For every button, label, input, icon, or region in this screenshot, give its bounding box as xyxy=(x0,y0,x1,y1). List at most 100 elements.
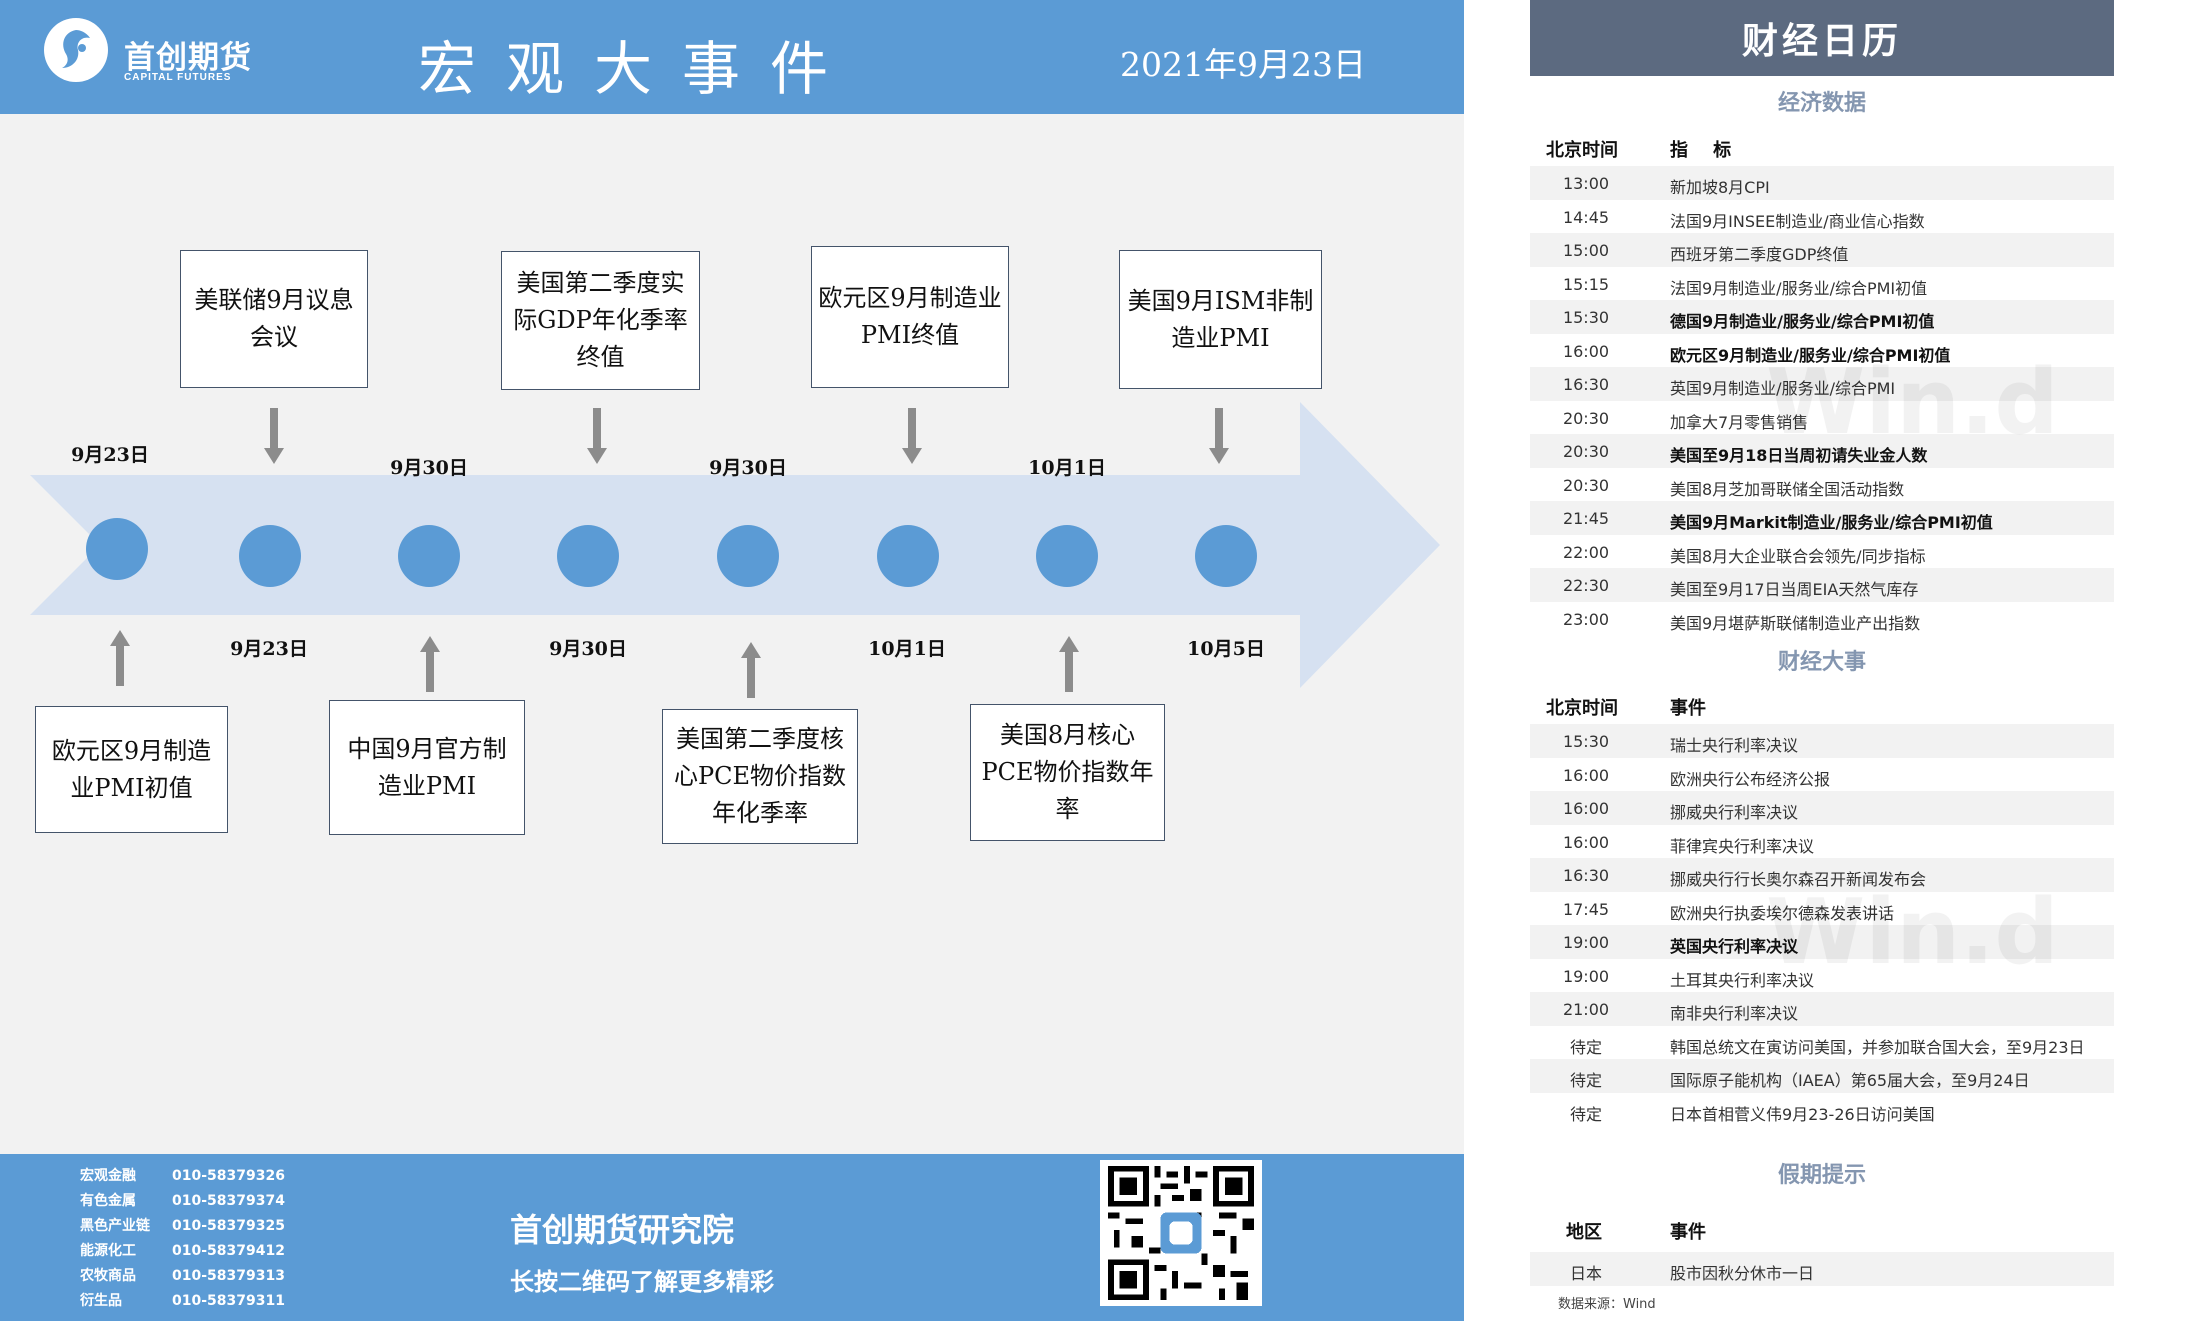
row-time: 15:30 xyxy=(1562,732,1610,751)
row-event: 新加坡8月CPI xyxy=(1670,178,1770,197)
event-box: 美联储9月议息会议 xyxy=(180,250,368,388)
date-label: 9月23日 xyxy=(71,444,149,466)
row-time: 待定 xyxy=(1569,1104,1602,1124)
row-event: 加拿大7月零售销售 xyxy=(1670,412,1809,432)
timeline-dot xyxy=(1195,525,1257,587)
row-event: 国际原子能机构（IAEA）第65届大会，至9月24日 xyxy=(1670,1071,2030,1090)
contact-phone: 010-58379325 xyxy=(172,1218,285,1234)
event-box: 美国第二季度实际GDP年化季率终值 xyxy=(501,251,700,390)
event-text: 美国第二季度核心PCE物价指数年化季率 xyxy=(673,725,847,827)
row-time: 16:30 xyxy=(1562,375,1610,394)
table-row: 16:00 菲律宾央行利率决议 xyxy=(1530,825,2114,859)
table-row: 20:30 美国8月芝加哥联储全国活动指数 xyxy=(1530,468,2114,502)
table-row: 日本 股市因秋分休市一日 xyxy=(1530,1252,2114,1286)
row-time: 16:00 xyxy=(1562,832,1610,852)
row-event: 菲律宾央行利率决议 xyxy=(1670,836,1815,856)
row-event: 欧洲央行执委埃尔德森发表讲话 xyxy=(1670,903,1895,923)
row-event: 法国9月INSEE制造业/商业信心指数 xyxy=(1670,211,1925,231)
up-arrow-icon xyxy=(420,636,440,692)
contact-phone: 010-58379326 xyxy=(172,1168,285,1184)
row-event: 欧元区9月制造业/服务业/综合PMI初值 xyxy=(1670,345,1951,365)
row-event: 挪威央行行长奥尔森召开新闻发布会 xyxy=(1670,870,1927,889)
row-event: 欧洲央行公布经济公报 xyxy=(1670,769,1831,789)
holiday-table-header: 地区 事件 xyxy=(1530,1208,2114,1248)
row-time: 22:30 xyxy=(1562,576,1610,595)
timeline-dot xyxy=(717,525,779,587)
row-region: 日本 xyxy=(1569,1264,1602,1283)
table-row: 16:30 挪威央行行长奥尔森召开新闻发布会 xyxy=(1530,858,2114,892)
up-arrow-icon xyxy=(110,630,130,686)
econ-table-header: 北京时间 指 标 xyxy=(1530,126,2114,166)
row-time: 22:00 xyxy=(1562,542,1610,562)
down-arrow-icon xyxy=(1209,408,1229,464)
down-arrow-icon xyxy=(587,408,607,464)
row-event: 韩国总统文在寅访问美国，并参加联合国大会，至9月23日 xyxy=(1670,1037,2085,1057)
up-arrow-icon xyxy=(741,642,761,698)
table-row: 20:30 加拿大7月零售销售 xyxy=(1530,401,2114,435)
up-arrow-icon xyxy=(1059,636,1079,692)
qr-code-icon[interactable] xyxy=(1100,1160,1262,1306)
date-label: 10月1日 xyxy=(868,638,946,660)
row-time: 15:15 xyxy=(1562,274,1610,294)
event-box: 中国9月官方制造业PMI xyxy=(329,700,525,835)
table-row: 15:30 瑞士央行利率决议 xyxy=(1530,724,2114,758)
row-event: 英国央行利率决议 xyxy=(1670,937,1799,956)
contact-name: 衍生品 xyxy=(80,1293,122,1309)
row-event: 美国8月大企业联合会领先/同步指标 xyxy=(1670,546,1926,566)
row-time: 20:30 xyxy=(1562,408,1610,428)
row-time: 16:30 xyxy=(1562,866,1610,885)
institute-name: 首创期货研究院 xyxy=(510,1211,735,1249)
row-time: 15:00 xyxy=(1562,241,1610,260)
date-label: 9月30日 xyxy=(549,638,627,660)
event-text: 美国第二季度实际GDP年化季率终值 xyxy=(513,269,688,371)
holiday-title: 假期提示 xyxy=(1777,1163,1866,1188)
date-label: 10月5日 xyxy=(1187,638,1265,660)
watermark: Win.d xyxy=(1766,880,2059,985)
contact-phone: 010-58379311 xyxy=(172,1293,285,1309)
contact-name: 黑色产业链 xyxy=(80,1218,150,1234)
contact-row: 黑色产业链 010-58379325 xyxy=(80,1215,285,1235)
logo-subtext: CAPITAL FUTURES xyxy=(124,72,232,83)
down-arrow-icon xyxy=(264,408,284,464)
event-text: 欧元区9月制造业PMI初值 xyxy=(51,736,212,802)
calendar-title: 财经日历 xyxy=(1530,0,2114,76)
event-text: 欧元区9月制造业PMI终值 xyxy=(818,284,1002,349)
row-event: 法国9月制造业/服务业/综合PMI初值 xyxy=(1670,278,1928,298)
row-event: 瑞士央行利率决议 xyxy=(1670,736,1799,755)
event-text: 美国9月ISM非制造业PMI xyxy=(1127,286,1314,352)
event-text: 美国8月核心PCE物价指数年率 xyxy=(981,721,1154,823)
col-event: 事件 xyxy=(1670,1222,1706,1243)
institute-subtitle: 长按二维码了解更多精彩 xyxy=(510,1268,774,1296)
row-time: 20:30 xyxy=(1562,475,1610,495)
table-row: 17:45 欧洲央行执委埃尔德森发表讲话 xyxy=(1530,892,2114,926)
col-indicator: 指 标 xyxy=(1670,140,1732,161)
timeline-dot xyxy=(557,525,619,587)
macro-events-panel: 首创期货 CAPITAL FUTURES 宏观大事件 2021年9月23日 9月… xyxy=(0,0,1464,1321)
col-region: 地区 xyxy=(1566,1222,1602,1243)
contact-name: 农牧商品 xyxy=(80,1268,136,1284)
row-time: 待定 xyxy=(1569,1071,1602,1090)
row-time: 13:00 xyxy=(1562,174,1610,193)
events-table-header: 北京时间 事件 xyxy=(1530,684,2114,724)
logo-swirl-icon xyxy=(62,30,90,68)
timeline-dot xyxy=(877,525,939,587)
timeline-dot xyxy=(86,518,148,580)
row-event: 挪威央行利率决议 xyxy=(1670,803,1799,822)
event-box: 欧元区9月制造业PMI初值 xyxy=(35,706,228,833)
row-time: 17:45 xyxy=(1562,899,1610,919)
events-title: 财经大事 xyxy=(1777,650,1866,675)
row-event: 美国8月芝加哥联储全国活动指数 xyxy=(1670,479,1905,499)
row-time: 待定 xyxy=(1569,1037,1602,1057)
row-event: 德国9月制造业/服务业/综合PMI初值 xyxy=(1670,312,1935,331)
